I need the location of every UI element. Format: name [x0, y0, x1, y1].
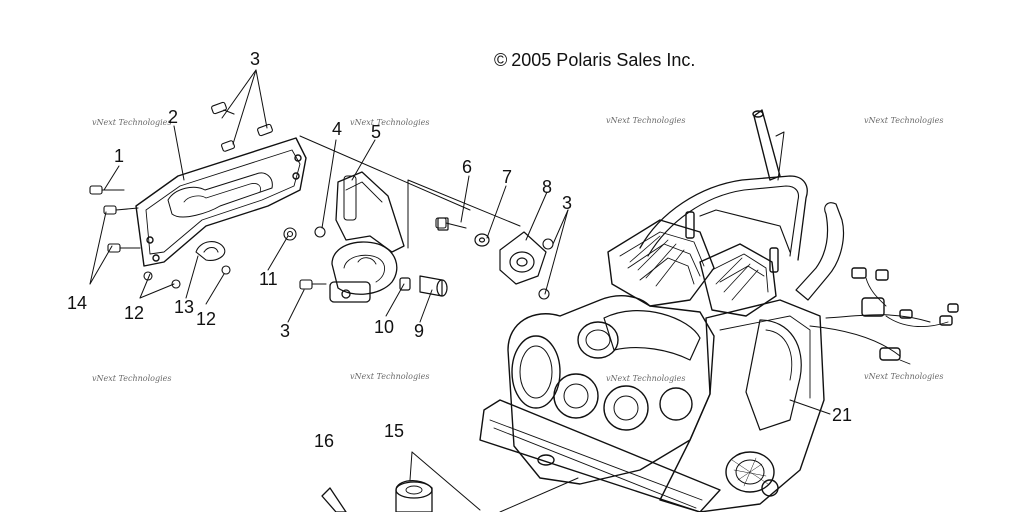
watermark: vNext Technologies — [864, 372, 944, 381]
callout-8: 8 — [542, 177, 553, 197]
callout-9: 9 — [414, 321, 425, 341]
callout-3-right: 3 — [562, 193, 573, 213]
engine-assembly — [479, 109, 959, 512]
callout-13: 13 — [174, 297, 195, 317]
watermark: vNext Technologies — [350, 118, 430, 127]
lower-parts — [321, 480, 433, 512]
engine-mount — [329, 241, 398, 303]
callout-12-right: 12 — [196, 309, 217, 329]
callout-12-left: 12 — [124, 303, 145, 323]
upper-mount-hardware — [437, 217, 547, 285]
callout-3-top: 3 — [250, 49, 261, 69]
callout-16: 16 — [314, 431, 335, 451]
leader-lines — [89, 69, 831, 512]
engine-mount-bracket — [135, 137, 307, 267]
callout-11: 11 — [259, 269, 278, 289]
watermark: vNext Technologies — [92, 118, 172, 127]
callout-7: 7 — [502, 167, 513, 187]
callout-15: 15 — [384, 421, 405, 441]
watermark: vNext Technologies — [350, 372, 430, 381]
callout-10: 10 — [374, 317, 395, 337]
watermark: vNext Technologies — [864, 116, 944, 125]
callout-1: 1 — [114, 146, 125, 166]
callout-14: 14 — [67, 293, 88, 313]
callout-3-bottom: 3 — [280, 321, 291, 341]
bolts — [89, 101, 554, 300]
copyright-text: 2005 Polaris Sales Inc. — [511, 50, 696, 70]
callout-6: 6 — [462, 157, 473, 177]
upper-bracket-plate — [335, 171, 405, 253]
watermark: vNext Technologies — [92, 374, 172, 383]
callout-21: 21 — [832, 405, 853, 425]
callout-4: 4 — [332, 119, 343, 139]
clamp-bracket — [195, 241, 231, 275]
watermark: vNext Technologies — [606, 374, 686, 383]
copyright-notice: ©2005 Polaris Sales Inc. — [494, 50, 695, 71]
callout-2: 2 — [168, 107, 179, 127]
copyright-icon: © — [494, 50, 508, 70]
nuts — [283, 226, 326, 241]
watermark: vNext Technologies — [606, 116, 686, 125]
pin-and-bolt — [399, 275, 448, 297]
callout-5: 5 — [371, 122, 382, 142]
